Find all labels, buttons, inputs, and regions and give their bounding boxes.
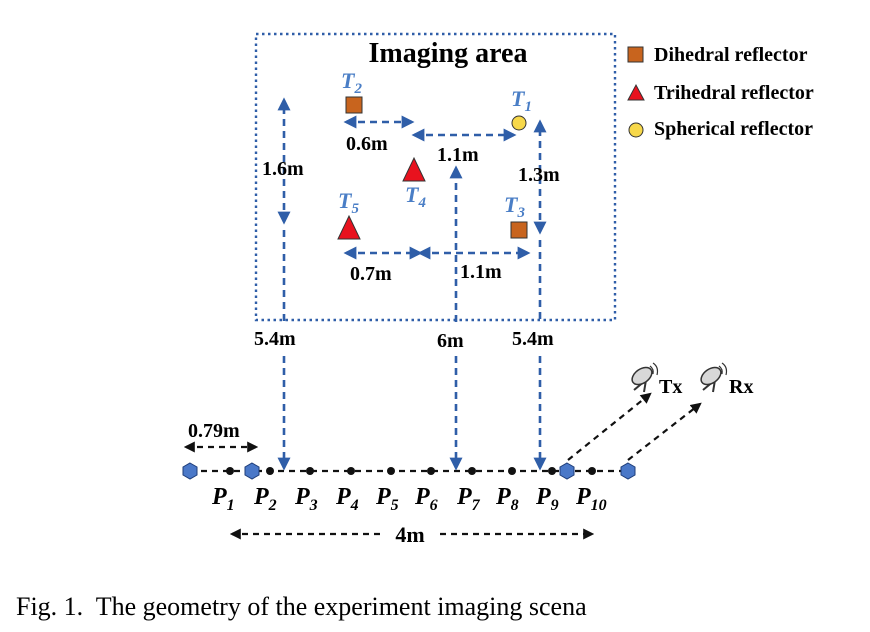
dim-4m-label: 4m — [395, 522, 424, 547]
position-dot-9 — [548, 467, 556, 475]
position-dot-1 — [226, 467, 234, 475]
position-dot-8 — [508, 467, 516, 475]
legend-spherical-icon — [628, 122, 644, 138]
baseline-hexagon-4 — [620, 462, 636, 480]
position-dot-3 — [306, 467, 314, 475]
legend-spherical-label: Spherical reflector — [654, 118, 813, 140]
dim-0-79m-label: 0.79m — [188, 420, 240, 442]
dim-1-1m-top-label: 1.1m — [437, 144, 479, 166]
range-5-4m-left-label: 5.4m — [254, 328, 296, 350]
rx-antenna-icon — [700, 362, 728, 393]
dim-1-6m-label: 1.6m — [262, 158, 304, 180]
position-label-p6: P6 — [414, 484, 438, 514]
position-label-p7: P7 — [456, 484, 481, 514]
imaging-area-title: Imaging area — [369, 38, 528, 69]
range-5-4m-right-label: 5.4m — [512, 328, 554, 350]
position-dot-4 — [347, 467, 355, 475]
legend-trihedral-icon — [627, 83, 645, 101]
position-label-p8: P8 — [495, 484, 519, 514]
figure-caption: Fig. 1. The geometry of the experiment i… — [16, 592, 587, 621]
position-label-p4: P4 — [335, 484, 359, 514]
baseline-hexagon-3 — [559, 462, 575, 480]
dim-1-3m-label: 1.3m — [518, 164, 560, 186]
legend-trihedral-label: Trihedral reflector — [654, 82, 814, 104]
tx-antenna-icon — [631, 362, 659, 393]
dim-1-1m-bottom-label: 1.1m — [460, 261, 502, 283]
position-label-p10: P10 — [575, 484, 607, 514]
target-t4-trihedral — [402, 156, 426, 182]
tx-link-arrow — [567, 392, 652, 461]
position-dot-5 — [387, 467, 395, 475]
position-label-p3: P3 — [294, 484, 318, 514]
dim-0-6m-label: 0.6m — [346, 133, 388, 155]
imaging-area-box — [254, 32, 617, 322]
target-t1-label: T1 — [511, 86, 532, 115]
position-dot-6 — [427, 467, 435, 475]
position-label-p1: P1 — [211, 484, 235, 514]
target-t5-label: T5 — [338, 188, 359, 217]
target-t2-dihedral — [345, 96, 363, 114]
tx-label: Tx — [659, 376, 682, 398]
target-t5-trihedral — [337, 214, 361, 240]
position-dot-2 — [266, 467, 274, 475]
rx-link-arrow — [627, 402, 702, 461]
position-label-p5: P5 — [375, 484, 399, 514]
target-t1-spherical — [511, 115, 527, 131]
legend-dihedral-label: Dihedral reflector — [654, 44, 808, 66]
position-dot-7 — [468, 467, 476, 475]
range-6m-label: 6m — [437, 330, 464, 352]
dim-0-7m-label: 0.7m — [350, 263, 392, 285]
target-t2-label: T2 — [341, 68, 362, 97]
position-label-p2: P2 — [253, 484, 277, 514]
baseline-hexagon-1 — [182, 462, 198, 480]
legend-dihedral-icon — [627, 46, 644, 63]
target-t3-dihedral — [510, 221, 528, 239]
rx-label: Rx — [729, 376, 753, 398]
legend: Dihedral reflector Trihedral reflector S… — [627, 44, 814, 140]
position-dot-10 — [588, 467, 596, 475]
target-t3-label: T3 — [504, 192, 525, 221]
baseline-hexagon-2 — [244, 462, 260, 480]
target-t4-label: T4 — [405, 182, 426, 211]
position-label-p9: P9 — [535, 484, 559, 514]
